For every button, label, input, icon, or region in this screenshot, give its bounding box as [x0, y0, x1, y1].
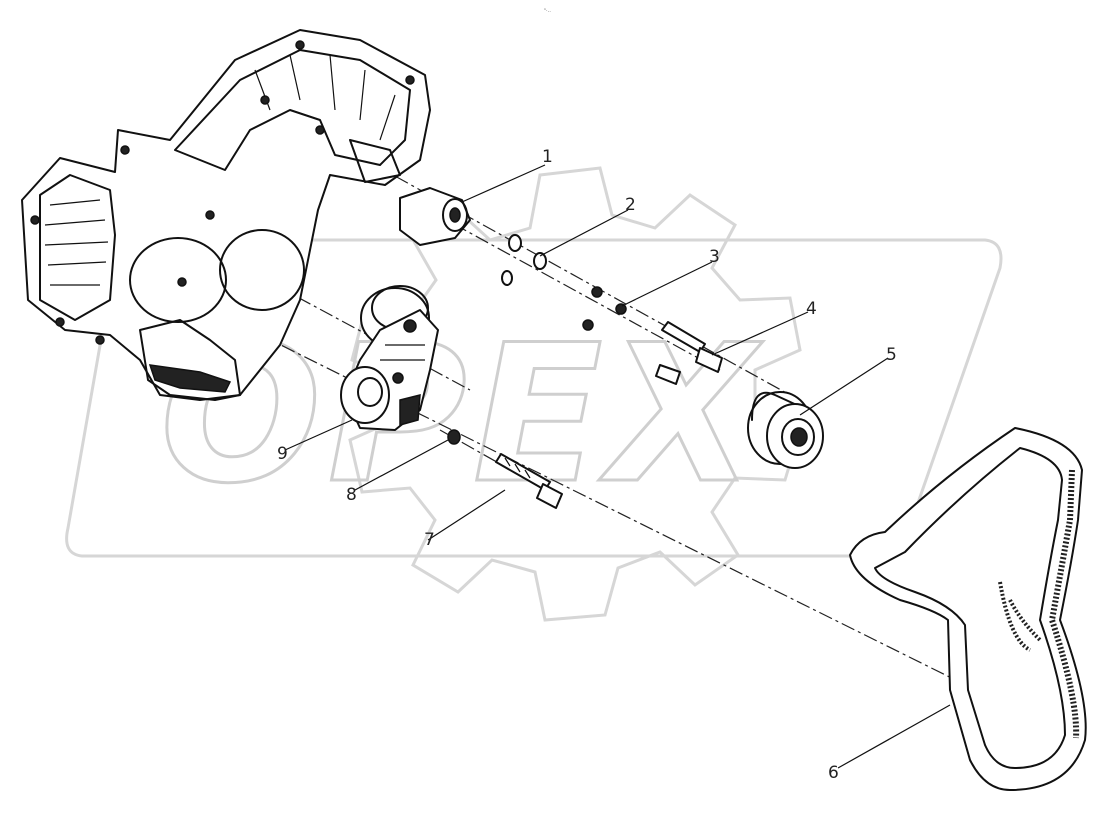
callout-1: 1: [542, 147, 553, 167]
callout-7: 7: [424, 530, 435, 550]
callout-leaders: [284, 164, 951, 769]
callout-5: 5: [886, 345, 897, 365]
part-4-bolts: [655, 321, 723, 385]
header-mark: ⁿ·‥: [544, 8, 551, 14]
part-8-spacer: [447, 429, 461, 445]
timing-gear-housing: [21, 29, 431, 401]
callout-4: 4: [806, 299, 817, 319]
callout-numbers: 1 2 3 4 5 6 7 8 9: [277, 147, 897, 783]
part-9-belt-tensioner: [340, 285, 439, 431]
callout-8: 8: [346, 485, 357, 505]
callout-6: 6: [828, 763, 839, 783]
callout-9: 9: [277, 444, 288, 464]
callout-2: 2: [625, 195, 636, 215]
part-5-idler-pulley: [747, 391, 824, 469]
part-2-washers: [501, 234, 547, 286]
part-6-drive-belt: [849, 427, 1087, 791]
part-3-nuts: [582, 286, 627, 331]
callout-3: 3: [709, 247, 720, 267]
part-7-tensioner-bolt: [495, 453, 563, 509]
part-1-idler-bracket: [399, 187, 471, 246]
